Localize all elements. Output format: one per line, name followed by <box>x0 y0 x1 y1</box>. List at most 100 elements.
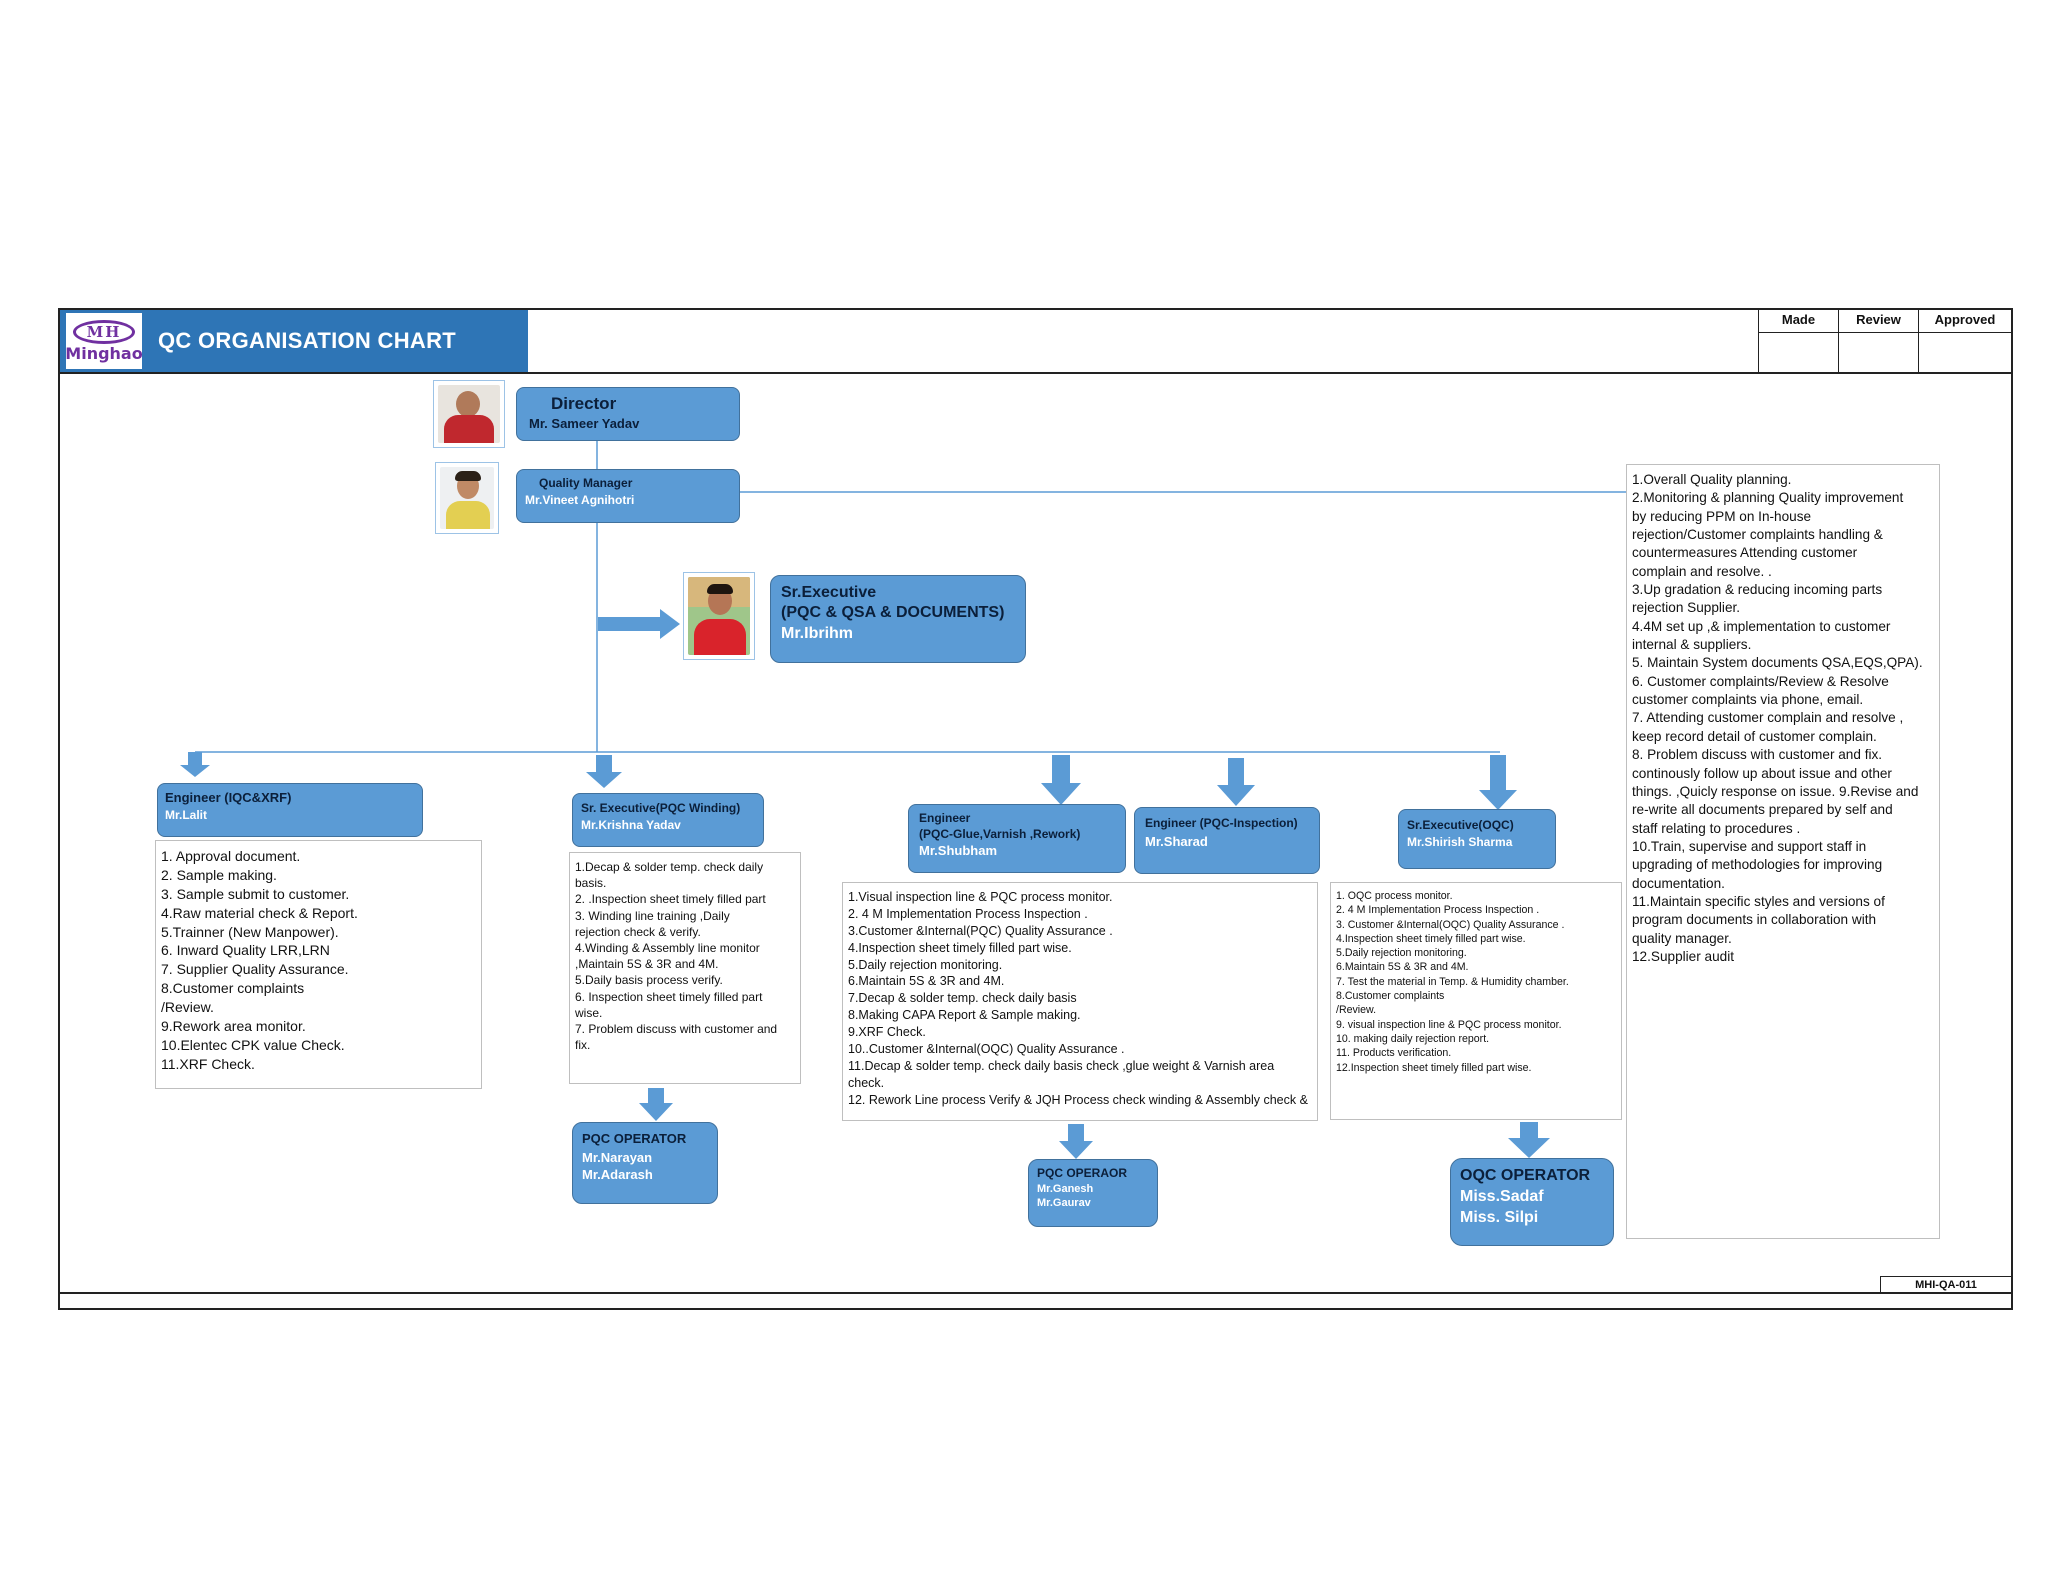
duty-item: 6.Maintain 5S & 3R and 4M. <box>1336 961 1469 974</box>
duty-item: 6.Maintain 5S & 3R and 4M. <box>848 974 1005 989</box>
logo-mark: MH <box>73 319 135 344</box>
sr-exec-pqc-winding-name: Mr.Krishna Yadav <box>581 818 681 832</box>
duty-item: 8.Customer complaints <box>1336 990 1445 1003</box>
duty-item: 6. Inward Quality LRR,LRN <box>161 942 330 959</box>
arrow-down-glue <box>1041 755 1081 805</box>
sr-exec-pqc-winding-title: Sr. Executive(PQC Winding) <box>581 801 741 815</box>
arrow-down-inspection <box>1217 758 1255 806</box>
sr-executive-docs-title: Sr.Executive <box>781 584 877 601</box>
duty-item: ,Maintain 5S & 3R and 4M. <box>575 957 719 972</box>
duty-item: 11.Decap & solder temp. check daily basi… <box>848 1058 1275 1073</box>
duty-item: basis. <box>575 876 607 891</box>
duty-item: 5.Daily rejection monitoring. <box>1336 947 1467 960</box>
duty-item: 7. Attending customer complain and resol… <box>1632 710 1904 726</box>
duty-item: quality manager. <box>1632 930 1732 946</box>
duty-item: 7. Problem discuss with customer and <box>575 1021 778 1036</box>
duty-item: 1. Approval document. <box>161 848 301 864</box>
arrow-down-pqc-winding <box>586 755 622 788</box>
duty-item: customer complaints via phone, email. <box>1632 692 1864 708</box>
duty-item: 3. Customer &Internal(OQC) Quality Assur… <box>1336 918 1565 931</box>
duty-item: 12. Rework Line process Verify & JQH Pro… <box>848 1092 1308 1107</box>
duty-item: keep record detail of customer complain. <box>1632 728 1877 744</box>
duty-item: 10. making daily rejection report. <box>1336 1032 1490 1045</box>
duty-item: 4.Inspection sheet timely filled part wi… <box>1336 932 1526 945</box>
approval-review-label: Review <box>1839 308 1918 333</box>
duty-item: 9. visual inspection line & PQC process … <box>1336 1018 1562 1031</box>
duty-item: documentation. <box>1632 875 1725 891</box>
duty-item: internal & suppliers. <box>1632 637 1752 653</box>
duty-item: upgrading of methodologies for improving <box>1632 857 1883 873</box>
pqc-operator-1-name: Mr.Adarash <box>582 1167 653 1182</box>
engineer-inspection-box: Engineer (PQC-Inspection) Mr.Sharad <box>1134 807 1320 874</box>
duty-item: 3.Up gradation & reducing incoming parts <box>1632 582 1883 598</box>
oqc-operator-title: OQC OPERATOR <box>1460 1167 1591 1184</box>
duty-item: 4.Winding & Assembly line monitor <box>575 940 760 955</box>
quality-manager-name: Mr.Vineet Agnihotri <box>525 493 635 507</box>
duty-item: 9.XRF Check. <box>848 1025 926 1039</box>
pqc-operator-2-title: PQC OPERAOR <box>1037 1166 1128 1180</box>
pqc-operator-2-name: Mr.Ganesh <box>1037 1183 1094 1195</box>
duty-item: rejection/Customer complaints handling & <box>1632 527 1883 543</box>
duty-item: 3.Customer &Internal(PQC) Quality Assura… <box>848 923 1113 938</box>
director-box: Director Mr. Sameer Yadav <box>516 387 740 441</box>
quality-manager-box: Quality Manager Mr.Vineet Agnihotri <box>516 469 740 523</box>
footer-divider <box>58 1292 2013 1294</box>
duty-item: check. <box>848 1075 885 1090</box>
duty-item: countermeasures Attending customer <box>1632 545 1858 561</box>
company-logo: MH Minghao <box>65 313 143 369</box>
duty-item: 2. 4 M Implementation Process Inspection… <box>848 906 1088 921</box>
duty-item: complain and resolve. . <box>1632 563 1772 579</box>
arrow-down-iqc <box>180 752 210 777</box>
duty-item: 3. Sample submit to customer. <box>161 885 350 902</box>
engineer-glue-subtitle: (PQC-Glue,Varnish ,Rework) <box>919 827 1081 841</box>
duty-item: 1.Visual inspection line & PQC process m… <box>848 890 1113 904</box>
approval-review-cell: Review <box>1838 308 1918 373</box>
duty-item: 2. 4 M Implementation Process Inspection… <box>1336 904 1540 917</box>
duty-item: 10.Elentec CPK value Check. <box>161 1036 345 1053</box>
logo-text: Minghao <box>65 343 143 363</box>
header-divider <box>60 372 2011 374</box>
duty-item: program documents in collaboration with <box>1632 912 1877 928</box>
duty-item: 6. Inspection sheet timely filled part <box>575 989 763 1004</box>
duty-item: 4.Inspection sheet timely filled part wi… <box>848 940 1072 955</box>
duty-item: rejection Supplier. <box>1632 600 1741 616</box>
duty-item: 11.XRF Check. <box>161 1055 255 1072</box>
duty-item: rejection check & verify. <box>575 924 701 939</box>
duty-item: 8.Customer complaints <box>161 980 305 997</box>
arrow-down-oqc-operator <box>1508 1122 1550 1158</box>
duty-item: wise. <box>575 1005 603 1020</box>
engineer-glue-name: Mr.Shubham <box>919 843 998 858</box>
engineer-iqc-box: Engineer (IQC&XRF) Mr.Lalit <box>157 783 423 837</box>
arrow-to-sr-executive <box>598 609 680 639</box>
director-name: Mr. Sameer Yadav <box>529 416 640 431</box>
engineer-inspection-title: Engineer (PQC-Inspection) <box>1145 816 1298 830</box>
arrow-down-pqc-operator-2 <box>1059 1124 1093 1159</box>
duty-item: 10..Customer &Internal(OQC) Quality Assu… <box>848 1041 1125 1056</box>
engineer-iqc-title: Engineer (IQC&XRF) <box>165 790 292 805</box>
duty-item: 7. Supplier Quality Assurance. <box>161 961 349 978</box>
sr-executive-docs-name: Mr.Ibrihm <box>781 625 854 642</box>
approval-made-cell: Made <box>1758 308 1838 373</box>
sr-exec-oqc-box: Sr.Executive(OQC) Mr.Shirish Sharma <box>1398 809 1556 869</box>
duty-item: 10.Train, supervise and support staff in <box>1632 838 1867 854</box>
quality-manager-title: Quality Manager <box>539 476 633 490</box>
duty-item: fix. <box>575 1038 591 1053</box>
duty-item: 4.4M set up ,& implementation to custome… <box>1632 618 1891 634</box>
duty-item: 2. .Inspection sheet timely filled part <box>575 892 766 907</box>
director-title: Director <box>551 394 617 413</box>
pqc-operator-2-name: Mr.Gaurav <box>1037 1197 1091 1209</box>
duty-item: 12.Supplier audit <box>1632 948 1735 964</box>
approval-approved-cell: Approved <box>1918 308 2011 373</box>
arrow-down-pqc-operator-1 <box>639 1088 673 1121</box>
duty-item: staff relating to procedures . <box>1632 820 1801 836</box>
oqc-operator-box: OQC OPERATOR Miss.Sadaf Miss. Silpi <box>1450 1158 1614 1246</box>
approval-approved-label: Approved <box>1919 308 2011 333</box>
sr-executive-docs-box: Sr.Executive (PQC & QSA & DOCUMENTS) Mr.… <box>770 575 1026 663</box>
duty-item: 11. Products verification. <box>1336 1047 1452 1060</box>
oqc-operator-name: Miss.Sadaf <box>1460 1188 1544 1205</box>
sr-exec-pqc-winding-duties: 1.Decap & solder temp. check daily basis… <box>569 852 801 1084</box>
duty-item: 3. Winding line training ,Daily <box>575 908 730 923</box>
engineer-iqc-name: Mr.Lalit <box>165 808 208 822</box>
quality-manager-duties: 1.Overall Quality planning. 2.Monitoring… <box>1626 464 1940 1239</box>
